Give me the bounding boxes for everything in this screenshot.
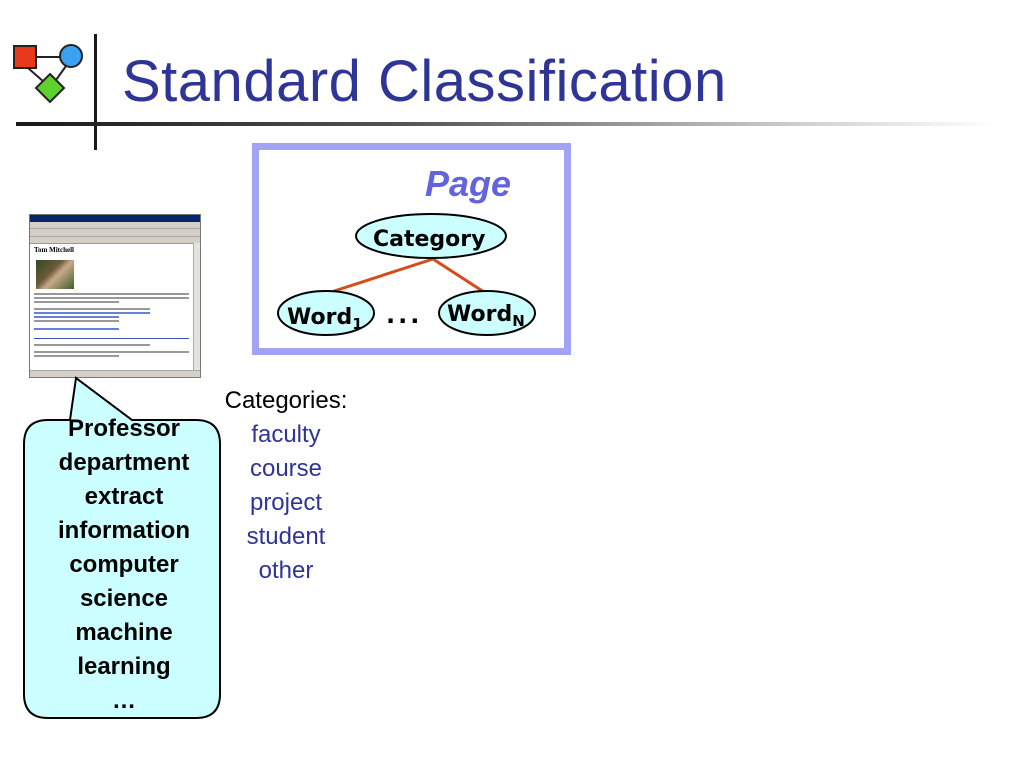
slide-title: Standard Classification — [122, 49, 727, 114]
thumb-text-line — [34, 355, 120, 357]
word1-base: Word — [287, 305, 353, 330]
word1-node-shape — [277, 290, 375, 336]
wordn-base: Word — [447, 302, 513, 327]
title-divider-vertical — [94, 34, 97, 150]
callout-line: extract — [84, 483, 164, 510]
category-node-shape — [355, 213, 507, 259]
thumb-text-line — [34, 308, 151, 310]
callout-line: Professor — [67, 415, 181, 442]
thumb-separator — [34, 338, 189, 339]
category-item: other — [258, 557, 314, 584]
callout-line: machine — [75, 619, 173, 646]
webpage-screenshot-thumbnail: Tom Mitchell — [29, 214, 201, 378]
edge-category-word1 — [324, 257, 434, 296]
callout-bubble — [23, 376, 221, 719]
thumb-text-line — [34, 293, 189, 295]
title-divider-horizontal — [16, 122, 996, 126]
thumb-toolbar — [30, 229, 200, 237]
callout-line: information — [58, 517, 190, 544]
callout-line: learning — [77, 653, 171, 680]
thumb-text-line — [34, 320, 120, 322]
thumb-titlebar — [30, 215, 200, 222]
ellipsis-dots: ... — [386, 301, 423, 329]
thumb-text-line — [34, 297, 189, 299]
callout-text: Professor department extract information… — [28, 412, 220, 718]
thumb-statusbar — [30, 370, 200, 377]
categories-label: Categories: — [224, 387, 348, 414]
diagram-graph — [277, 213, 536, 336]
thumb-address-bar — [30, 237, 200, 244]
wordn-subscript: N — [512, 312, 525, 330]
logo-icon — [13, 44, 83, 104]
word1-subscript: 1 — [352, 315, 363, 333]
thumb-text-line — [34, 344, 151, 346]
thumb-menubar — [30, 222, 200, 229]
classification-diagram: Page Category Word1 ... WordN — [252, 143, 571, 355]
callout-line: computer — [69, 551, 179, 578]
thumb-heading: Tom Mitchell — [34, 246, 74, 254]
word1-node-label: Word1 — [287, 305, 363, 333]
thumb-link-line — [34, 328, 120, 330]
category-item: course — [249, 455, 323, 482]
category-item: faculty — [251, 421, 321, 448]
categories-list: Categories: faculty course project stude… — [215, 384, 357, 588]
thumb-link-line — [34, 316, 120, 318]
category-item: student — [246, 523, 326, 550]
category-node-label: Category — [373, 227, 486, 252]
wordn-node-label: WordN — [447, 302, 525, 330]
thumb-link-line — [34, 312, 151, 314]
thumb-scrollbar — [193, 243, 200, 370]
page-label: Page — [425, 163, 512, 204]
wordn-node-shape — [438, 290, 536, 336]
callout-line: … — [112, 687, 136, 714]
callout-line: science — [79, 585, 169, 612]
thumb-content: Tom Mitchell — [30, 243, 193, 370]
thumb-photo — [36, 260, 74, 289]
callout-line: department — [58, 449, 190, 476]
edge-category-wordn — [432, 257, 488, 296]
thumb-text-line — [34, 301, 120, 303]
category-item: project — [249, 489, 323, 516]
thumb-text-line — [34, 351, 189, 353]
